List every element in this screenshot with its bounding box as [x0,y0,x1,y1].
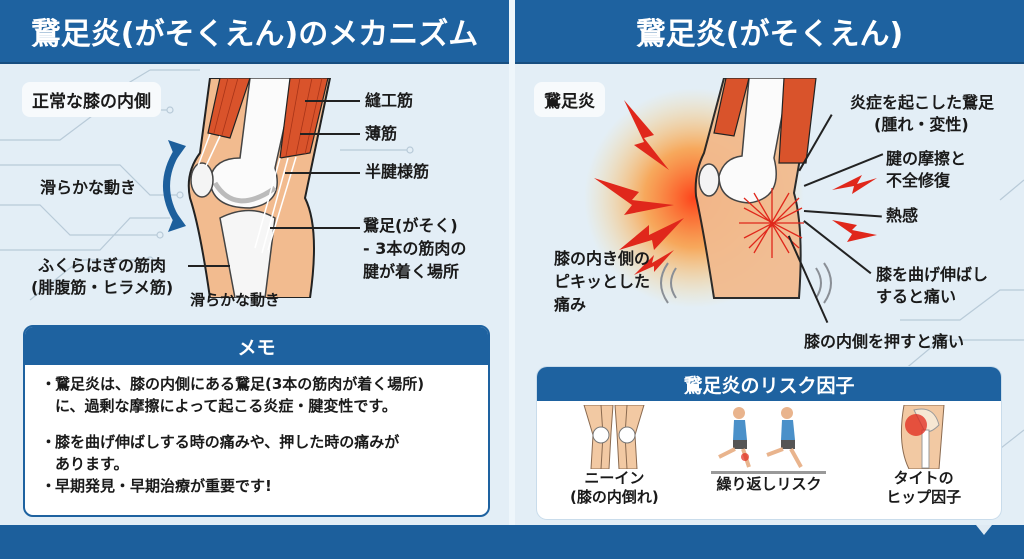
calf-muscle-label: ふくらはぎの筋肉 [38,256,167,275]
heat-label: 熱感 [886,206,919,225]
condition-title: 鵞足炎(がそくえん) [515,0,1024,64]
pes-anserinus-label: 鵞足(がそく) [363,216,458,235]
memo-item: ・ 膝を曲げ伸ばしする時の痛みや、押した時の痛みがあります。 [41,433,400,473]
pain-bolt-icons [594,100,684,275]
bend-pain-sublabel: すると痛い [876,287,957,306]
footer-notch [976,525,992,535]
semitendinosus-leader-line [285,172,360,174]
sharp-pain-label-2: ピキッとした [554,272,651,291]
memo-item: ・ 早期発見・早期治療が重要です! [41,477,272,495]
pain-bolt-icons-right [832,175,877,242]
friction-label: 腱の摩擦と [886,149,967,168]
pes-anserinus-desc-2: 腱が着く場所 [363,262,460,281]
memo-title: メモ [25,327,488,365]
calf-leader-line [188,265,230,267]
risk-item-tight-hip: タイトの ヒップ因子 [854,405,994,507]
pes-anserinus-desc-1: - 3本の筋肉の [363,239,467,258]
sharp-pain-label: 膝の内き側の [554,249,651,268]
inflamed-pes-label: 炎症を起こした鵞足 [850,93,995,112]
risk-item-knee-in: ニーイン (膝の内倒れ) [544,405,684,507]
sartorius-leader-line [305,100,360,102]
footer-bar [0,525,1024,559]
sartorius-label: 縫工筋 [365,91,414,110]
panel-divider [509,0,515,530]
risk-factors-title: 鵞足炎のリスク因子 [537,367,1001,401]
calf-muscle-sublabel: (腓腹筋・ヒラメ筋) [31,278,174,297]
memo-box: メモ ・ 鵞足炎は、膝の内側にある鵞足(3本の筋肉が着く場所)に、過剰な摩擦によ… [23,325,490,517]
mechanism-panel: 鵞足炎(がそくえん)のメカニズム 正常な膝の内側 滑らかな動き ふくらはぎの筋肉… [0,0,511,530]
inflamed-pes-sublabel: (腫れ・変性) [874,115,969,134]
condition-panel: 鵞足炎(がそくえん) 鵞足炎 [514,0,1024,530]
normal-knee-label: 正常な膝の内側 [22,82,161,117]
risk-factors-box: 鵞足炎のリスク因子 ニーイン (膝の内倒れ) [537,367,1001,519]
pes-anserinus-leader-line [270,227,360,229]
hip-icon [900,405,945,469]
smooth-motion-side-label: 滑らかな動き [40,178,137,197]
sharp-pain-label-3: 痛み [554,295,587,314]
motion-arrow-icon [163,140,186,232]
bend-pain-label: 膝を曲げ伸ばし [876,265,989,284]
risk-item-repetition: 繰り返しリスク [699,405,839,507]
memo-item: ・ 鵞足炎は、膝の内側にある鵞足(3本の筋肉が着く場所)に、過剰な摩擦によって起… [41,375,425,415]
friction-sublabel: 不全修復 [886,171,951,190]
gracilis-label: 薄筋 [365,124,398,143]
normal-knee-illustration [187,78,332,298]
press-pain-label: 膝の内側を押すと痛い [804,332,965,351]
semitendinosus-label: 半腱様筋 [365,162,430,181]
gracilis-leader-line [300,133,360,135]
knee-in-icon [583,405,645,469]
mechanism-title: 鵞足炎(がそくえん)のメカニズム [0,0,509,64]
runners-icon [710,407,826,474]
smooth-motion-bottom-label: 滑らかな動き [190,291,281,309]
inflamed-knee-illustration [584,78,832,308]
condition-label: 鵞足炎 [534,82,605,117]
